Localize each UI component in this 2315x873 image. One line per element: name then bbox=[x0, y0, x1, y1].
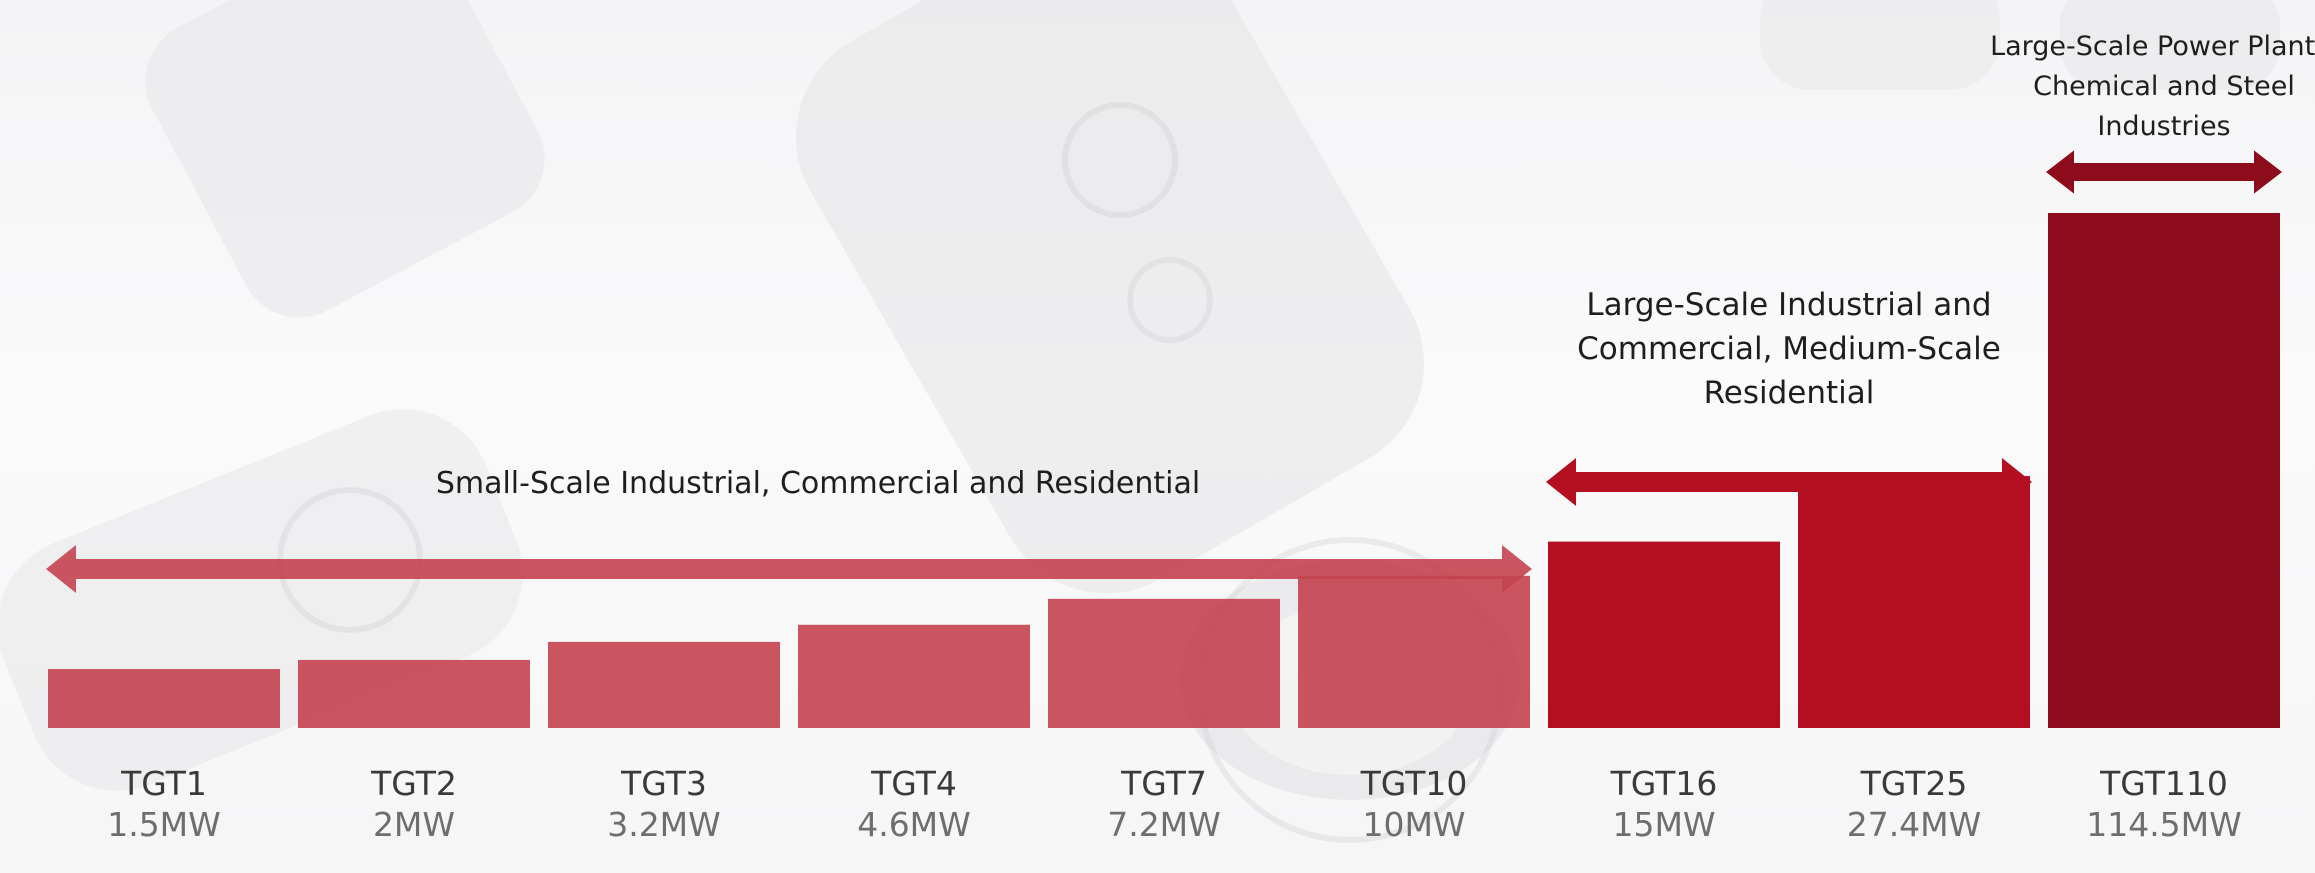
annotation-text-small-scale-line-1: Small-Scale Industrial, Commercial and R… bbox=[436, 466, 1200, 501]
annotation-text-large-scale-industrial-line-2: Commercial, Medium-Scale bbox=[1577, 331, 2001, 367]
value-label-tgt4: 4.6MW bbox=[857, 805, 971, 844]
range-arrow-large-scale-industrial bbox=[1546, 458, 2032, 506]
annotations-layer: Small-Scale Industrial, Commercial and R… bbox=[46, 31, 2315, 593]
category-label-tgt25: TGT25 bbox=[1860, 764, 1968, 803]
annotation-text-large-scale-industrial-line-3: Residential bbox=[1704, 375, 1875, 411]
bar-tgt1 bbox=[48, 669, 280, 728]
annotation-text-power-plants-line-3: Industries bbox=[2097, 111, 2230, 142]
value-label-tgt10: 10MW bbox=[1362, 805, 1465, 844]
category-label-tgt7: TGT7 bbox=[1120, 764, 1207, 803]
annotation-text-power-plants-line-1: Large-Scale Power Plants, bbox=[1990, 31, 2315, 62]
category-label-tgt4: TGT4 bbox=[870, 764, 957, 803]
annotation-text-large-scale-industrial-line-1: Large-Scale Industrial and bbox=[1586, 287, 1991, 323]
bar-tgt4 bbox=[798, 624, 1030, 728]
category-label-tgt3: TGT3 bbox=[620, 764, 707, 803]
category-label-tgt1: TGT1 bbox=[120, 764, 207, 803]
bar-tgt10 bbox=[1298, 575, 1530, 728]
value-label-tgt2: 2MW bbox=[373, 805, 455, 844]
category-label-tgt10: TGT10 bbox=[1360, 764, 1468, 803]
value-label-tgt7: 7.2MW bbox=[1107, 805, 1221, 844]
range-arrow-small-scale bbox=[46, 545, 1532, 593]
bar-tgt16 bbox=[1548, 541, 1780, 728]
bar-tgt3 bbox=[548, 641, 780, 728]
value-label-tgt16: 15MW bbox=[1612, 805, 1715, 844]
annotation-text-power-plants-line-2: Chemical and Steel bbox=[2033, 71, 2295, 102]
category-label-tgt16: TGT16 bbox=[1610, 764, 1718, 803]
category-label-tgt110: TGT110 bbox=[2099, 764, 2228, 803]
range-arrow-power-plants bbox=[2046, 150, 2282, 194]
bar-tgt25 bbox=[1798, 476, 2030, 728]
value-label-tgt1: 1.5MW bbox=[107, 805, 221, 844]
value-label-tgt3: 3.2MW bbox=[607, 805, 721, 844]
bar-tgt2 bbox=[298, 659, 530, 728]
value-label-tgt110: 114.5MW bbox=[2086, 805, 2242, 844]
bar-tgt7 bbox=[1048, 598, 1280, 728]
category-label-tgt2: TGT2 bbox=[370, 764, 457, 803]
bar-tgt110 bbox=[2048, 213, 2280, 728]
bars-layer bbox=[48, 213, 2280, 728]
value-label-tgt25: 27.4MW bbox=[1847, 805, 1982, 844]
